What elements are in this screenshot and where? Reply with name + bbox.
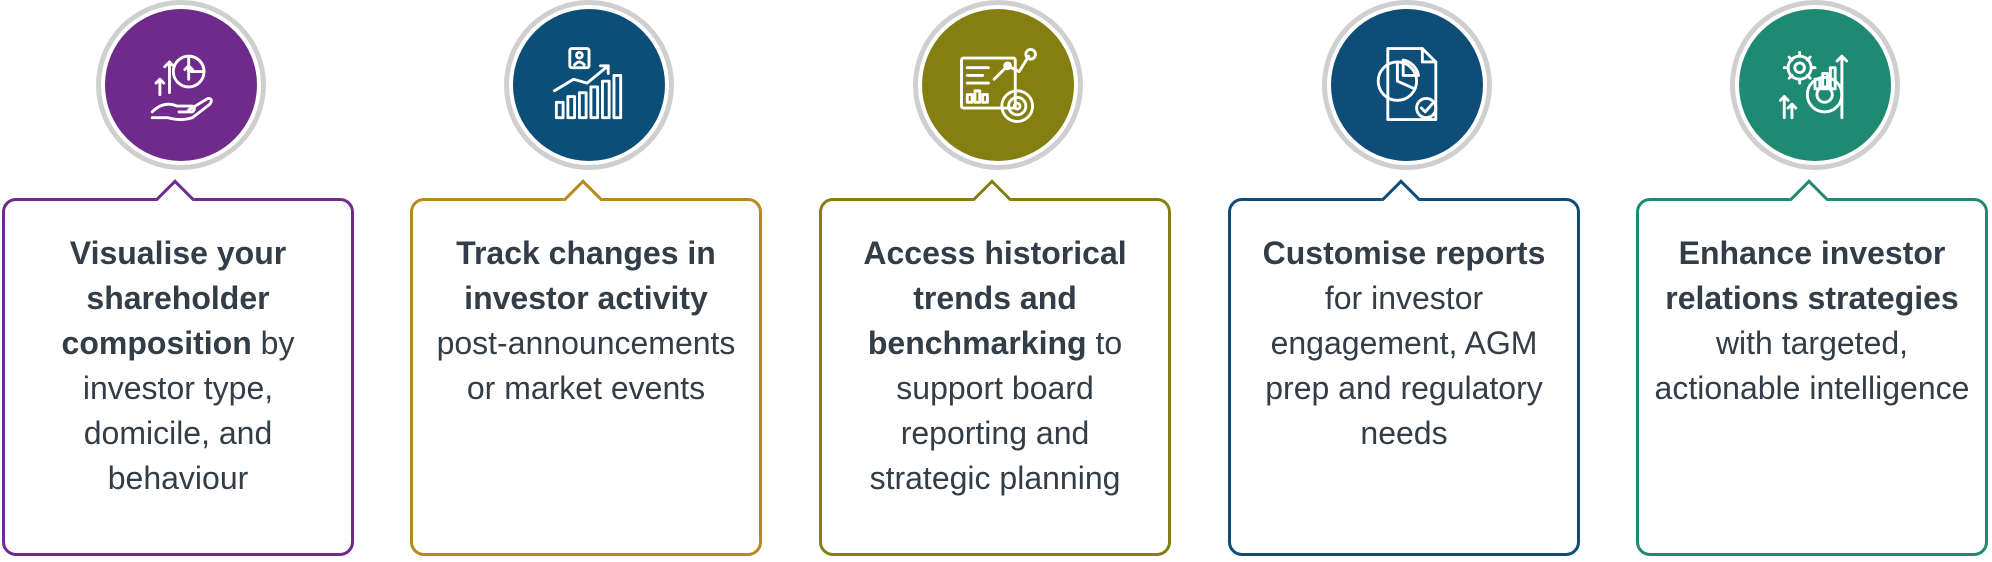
card-text: Access historical trends and benchmarkin…: [822, 231, 1168, 501]
callout-pointer: [155, 179, 195, 219]
icon-ring: [913, 0, 1083, 170]
card-heading: Customise reports: [1262, 235, 1546, 271]
callout-pointer: [1381, 179, 1421, 219]
card-description: with targeted, actionable intelligence: [1654, 325, 1970, 406]
callout-pointer: [1789, 179, 1829, 219]
gear-growth-icon: [1739, 9, 1891, 161]
report-pie-chart-icon: [1331, 9, 1483, 161]
card-track: Track changes in investor activity post-…: [408, 0, 768, 562]
dashboard-analytics-icon: [922, 9, 1074, 161]
text-callout: Track changes in investor activity post-…: [410, 179, 762, 556]
icon-ring: [96, 0, 266, 170]
card-enhance: Enhance investor relations strategies wi…: [1634, 0, 1992, 562]
text-callout: Access historical trends and benchmarkin…: [819, 179, 1171, 556]
card-visualise: Visualise your shareholder composition b…: [0, 0, 360, 562]
card-text: Track changes in investor activity post-…: [413, 231, 759, 411]
bar-chart-trend-icon: [513, 9, 665, 161]
card-access: Access historical trends and benchmarkin…: [817, 0, 1177, 562]
icon-ring: [504, 0, 674, 170]
text-callout: Enhance investor relations strategies wi…: [1636, 179, 1988, 556]
callout-pointer: [972, 179, 1012, 219]
icon-ring: [1730, 0, 1900, 170]
card-text: Customise reports for investor engagemen…: [1231, 231, 1577, 456]
card-description: to support board reporting and strategic…: [869, 325, 1123, 496]
card-heading: Visualise your shareholder composition: [61, 235, 287, 361]
card-description: for investor engagement, AGM prep and re…: [1265, 280, 1543, 451]
hand-growth-chart-icon: [105, 9, 257, 161]
card-customise: Customise reports for investor engagemen…: [1226, 0, 1586, 562]
callout-pointer: [563, 179, 603, 219]
card-description: post-announcements or market events: [436, 325, 736, 406]
card-text: Enhance investor relations strategies wi…: [1639, 231, 1985, 411]
text-callout: Customise reports for investor engagemen…: [1228, 179, 1580, 556]
card-heading: Enhance investor relations strategies: [1665, 235, 1959, 316]
icon-ring: [1322, 0, 1492, 170]
card-description: by investor type, domicile, and behaviou…: [82, 325, 295, 496]
card-text: Visualise your shareholder composition b…: [5, 231, 351, 501]
card-heading: Track changes in investor activity: [456, 235, 716, 316]
card-heading: Access historical trends and benchmarkin…: [863, 235, 1127, 361]
text-callout: Visualise your shareholder composition b…: [2, 179, 354, 556]
